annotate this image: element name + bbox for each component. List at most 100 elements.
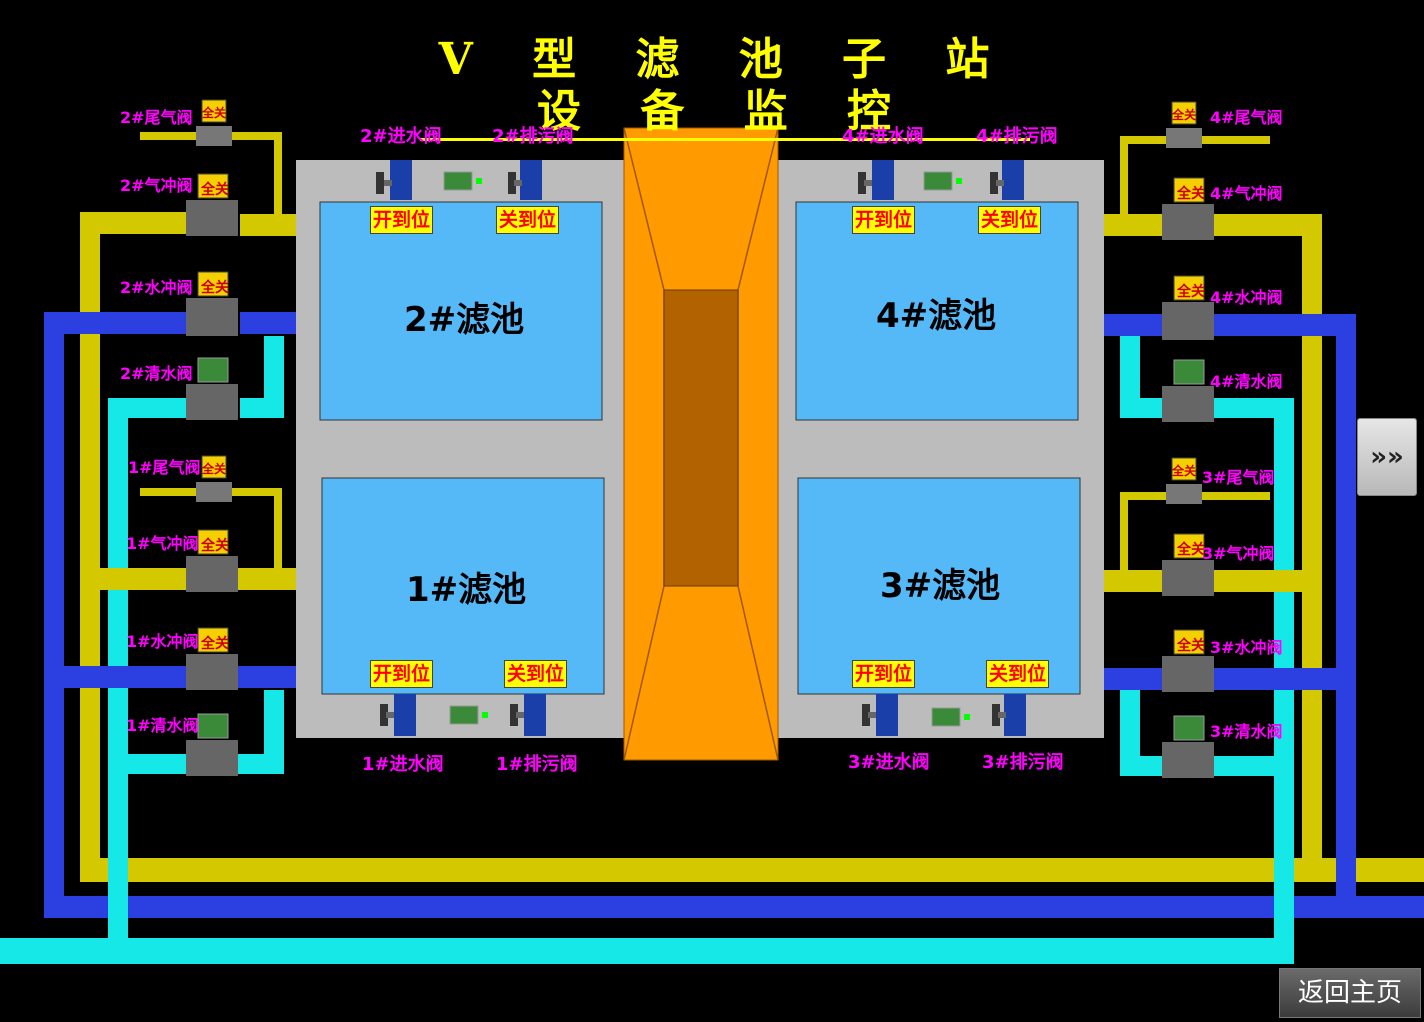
valve-2-air-icon[interactable] — [186, 173, 238, 236]
valve-4-air-icon[interactable] — [1162, 177, 1214, 240]
status-badge-1-open: 开到位 — [370, 660, 434, 688]
air-main-pipe — [80, 858, 1424, 882]
valve-state-tag: 全关 — [202, 106, 227, 120]
pipe-segment — [274, 488, 282, 570]
left-water-riser — [44, 312, 64, 912]
label-1-air-valve: 1#气冲阀 — [126, 534, 199, 553]
label-3-drain-valve: 3#排污阀 — [982, 752, 1064, 773]
label-3-inlet-valve: 3#进水阀 — [848, 752, 930, 773]
label-1-tail-valve: 1#尾气阀 — [128, 458, 201, 477]
valve-state-tag: 全关 — [201, 636, 229, 652]
status-badge-3-closed: 关到位 — [986, 660, 1050, 688]
valve-1-tail-icon[interactable] — [196, 455, 232, 502]
status-badge-3-open: 开到位 — [852, 660, 916, 688]
back-to-home-button[interactable]: 返回主页 — [1279, 968, 1421, 1018]
label-4-clean-valve: 4#清水阀 — [1210, 372, 1283, 391]
valve-3-air-icon[interactable] — [1162, 533, 1214, 596]
valve-2-drain-icon[interactable] — [508, 160, 542, 200]
left-clean-branch-2 — [108, 398, 194, 418]
valve-2-inlet-icon[interactable] — [376, 160, 412, 200]
status-badge-4-open: 开到位 — [852, 206, 916, 234]
pool-1-label: 1#滤池 — [406, 570, 527, 610]
valve-2-clean-icon[interactable] — [186, 357, 238, 420]
valve-1-inlet-icon[interactable] — [380, 694, 416, 736]
pool-2-tank — [319, 201, 603, 421]
label-3-air-valve: 3#气冲阀 — [1202, 544, 1275, 563]
pipe-segment — [1120, 690, 1140, 776]
label-2-clean-valve: 2#清水阀 — [120, 364, 193, 383]
pool-4-label: 4#滤池 — [876, 296, 997, 336]
label-4-tail-valve: 4#尾气阀 — [1210, 108, 1283, 127]
valve-3-tail-icon[interactable] — [1166, 457, 1202, 504]
status-badge-4-closed: 关到位 — [978, 206, 1042, 234]
valve-state-tag: 全关 — [1172, 464, 1197, 478]
label-1-clean-valve: 1#清水阀 — [126, 716, 199, 735]
label-2-water-valve: 2#水冲阀 — [120, 278, 193, 297]
level-indicator-3-icon — [931, 707, 970, 727]
pool-1-tank — [321, 477, 605, 695]
valve-1-water-icon[interactable] — [186, 627, 238, 690]
valve-state-tag: 全关 — [1177, 638, 1205, 654]
pipe-segment — [1104, 314, 1356, 336]
pipe-segment — [1120, 136, 1128, 216]
valve-3-drain-icon[interactable] — [992, 694, 1026, 736]
left-air-riser — [80, 212, 100, 872]
valve-4-clean-icon[interactable] — [1162, 359, 1214, 422]
next-page-button[interactable]: »» — [1357, 418, 1417, 496]
label-2-drain-valve: 2#排污阀 — [492, 126, 574, 147]
right-air-riser — [1302, 214, 1322, 872]
label-4-air-valve: 4#气冲阀 — [1210, 184, 1283, 203]
valve-state-tag: 全关 — [1177, 186, 1205, 202]
valve-state-tag: 全关 — [202, 462, 227, 476]
valve-4-water-icon[interactable] — [1162, 275, 1214, 340]
water-main-pipe — [44, 896, 1424, 918]
pool-3-tank — [797, 477, 1081, 695]
clean-main-pipe — [0, 938, 1294, 964]
valve-state-tag: 全关 — [1177, 542, 1205, 558]
label-4-drain-valve: 4#排污阀 — [976, 126, 1058, 147]
valve-4-inlet-icon[interactable] — [858, 160, 894, 200]
label-1-inlet-valve: 1#进水阀 — [362, 754, 444, 775]
valve-1-drain-icon[interactable] — [510, 694, 546, 736]
valve-state-tag: 全关 — [1172, 108, 1197, 122]
valve-3-clean-icon[interactable] — [1162, 715, 1214, 778]
valve-state-tag: 全关 — [201, 182, 229, 198]
pipe-segment — [1120, 492, 1128, 572]
pipe-segment — [1104, 668, 1346, 690]
valve-2-water-icon[interactable] — [186, 271, 238, 336]
valve-3-water-icon[interactable] — [1162, 629, 1214, 692]
status-badge-2-closed: 关到位 — [496, 206, 560, 234]
level-indicator-2-icon — [443, 171, 482, 191]
valve-2-tail-icon[interactable] — [196, 99, 232, 146]
channel-inner — [663, 289, 739, 587]
label-3-water-valve: 3#水冲阀 — [1210, 638, 1283, 657]
pipe-segment — [52, 666, 298, 688]
pipe-segment — [1120, 336, 1140, 418]
label-4-water-valve: 4#水冲阀 — [1210, 288, 1283, 307]
valve-3-inlet-icon[interactable] — [862, 694, 898, 736]
page-title: V 型 滤 池 子 站 设 备 监 控 — [420, 34, 1030, 141]
label-3-tail-valve: 3#尾气阀 — [1202, 468, 1275, 487]
pipe-segment — [240, 214, 298, 236]
valve-4-tail-icon[interactable] — [1166, 101, 1202, 148]
valve-1-clean-icon[interactable] — [186, 713, 238, 776]
status-badge-2-open: 开到位 — [370, 206, 434, 234]
pool-4-tank — [795, 201, 1079, 421]
label-2-inlet-valve: 2#进水阀 — [360, 126, 442, 147]
label-3-clean-valve: 3#清水阀 — [1210, 722, 1283, 741]
pool-3-label: 3#滤池 — [880, 566, 1001, 606]
valve-4-drain-icon[interactable] — [990, 160, 1024, 200]
label-1-drain-valve: 1#排污阀 — [496, 754, 578, 775]
valve-1-air-icon[interactable] — [186, 529, 238, 592]
level-indicator-4-icon — [923, 171, 962, 191]
pipe-segment — [264, 336, 284, 418]
pipe-segment — [240, 312, 298, 334]
left-water-branch-2 — [44, 312, 194, 334]
pipe-segment — [264, 690, 284, 774]
valve-state-tag: 全关 — [201, 538, 229, 554]
label-4-inlet-valve: 4#进水阀 — [842, 126, 924, 147]
label-1-water-valve: 1#水冲阀 — [126, 632, 199, 651]
valve-state-tag: 全关 — [201, 280, 229, 296]
pool-2-label: 2#滤池 — [404, 300, 525, 340]
